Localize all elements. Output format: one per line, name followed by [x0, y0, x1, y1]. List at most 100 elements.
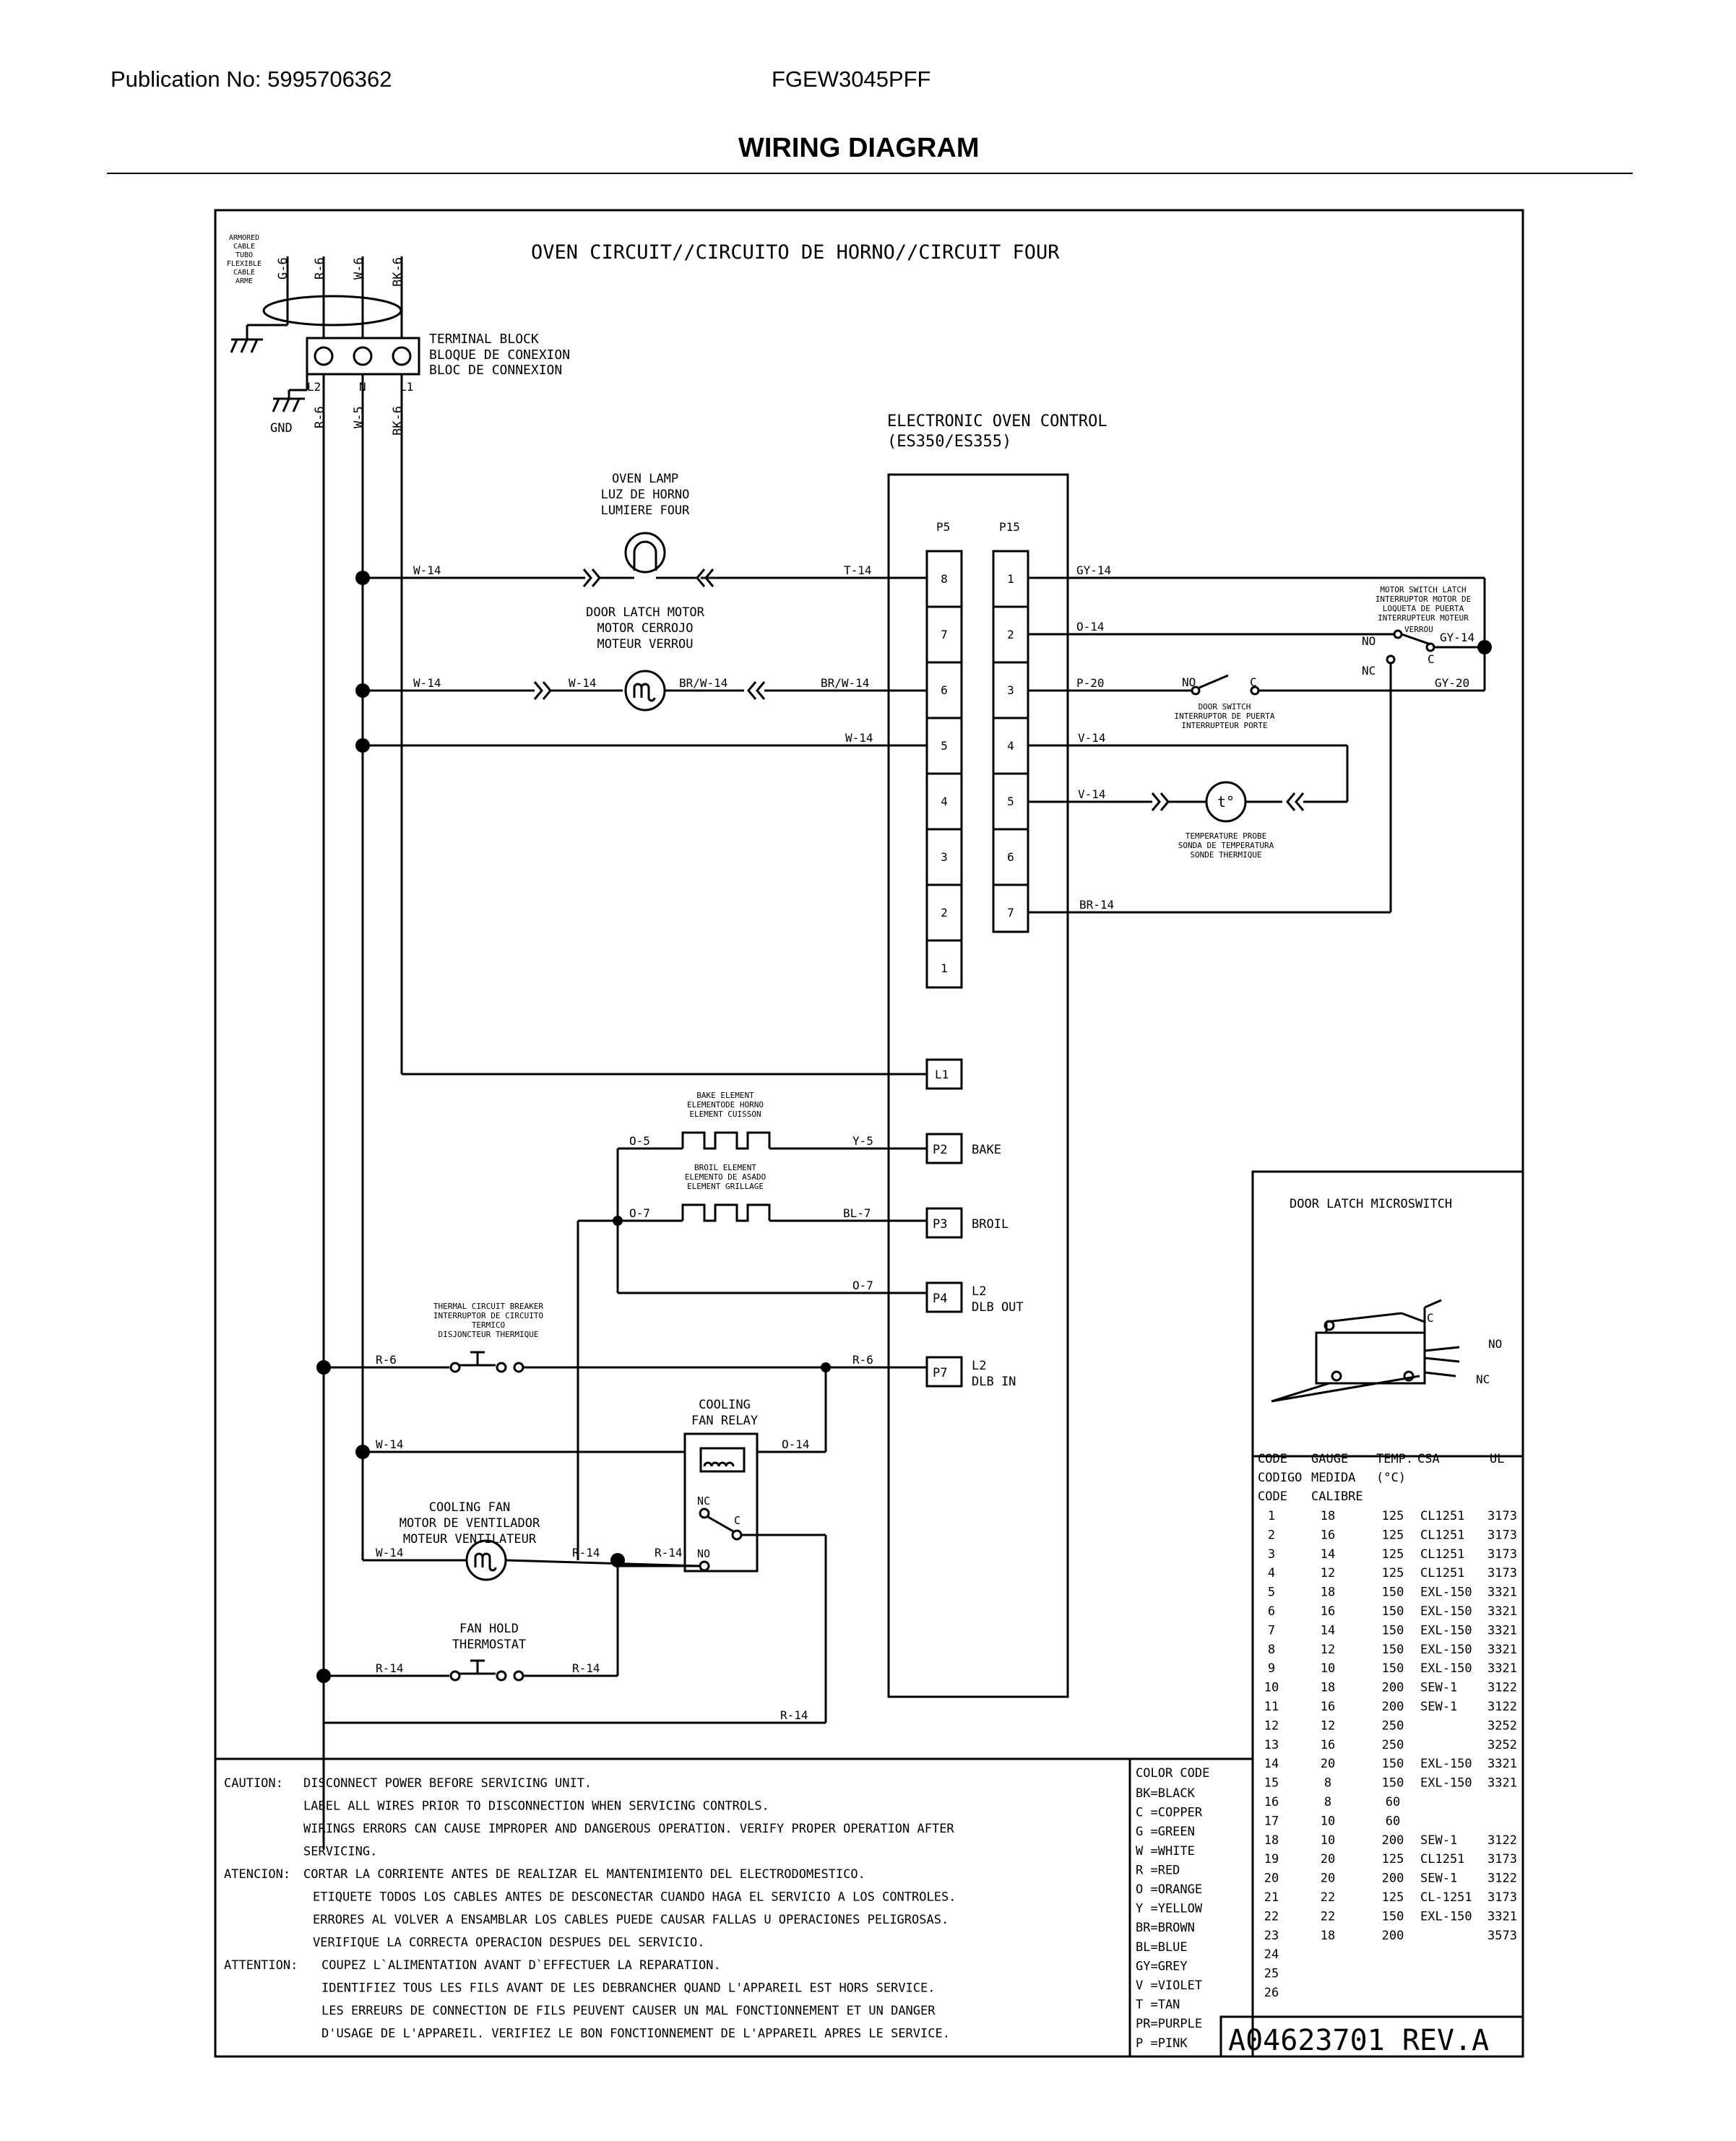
relay-pin-label: DLB IN: [972, 1375, 1016, 1389]
gauge-table-ul: 3173: [1487, 1890, 1517, 1905]
terminal-label-n: N: [359, 380, 366, 394]
gauge-table-temp: 200: [1382, 1700, 1404, 1714]
svg-text:TEMPERATURE PROBE: TEMPERATURE PROBE: [1186, 831, 1267, 841]
svg-text:MOTEUR VERROU: MOTEUR VERROU: [597, 637, 693, 652]
armored-cable-label-line: CABLE: [233, 269, 255, 277]
armored-cable-sleeve: [262, 295, 402, 326]
p5-pin-2: 2: [941, 906, 948, 920]
color-code-item: GY=GREY: [1136, 1959, 1188, 1973]
gauge-table-csa: EXL-150: [1420, 1623, 1472, 1638]
svg-text:DOOR SWITCH: DOOR SWITCH: [1199, 702, 1251, 711]
p5-pin-5: 5: [941, 739, 948, 753]
gauge-table-temp: 150: [1382, 1586, 1404, 1600]
svg-text:ELEMENTODE HORNO: ELEMENTODE HORNO: [687, 1100, 764, 1110]
gauge-table-gauge: 14: [1321, 1623, 1335, 1638]
fan-hold-thermostat-label: FAN HOLD THERMOSTAT: [452, 1622, 526, 1652]
svg-text:BR/W-14: BR/W-14: [679, 676, 727, 690]
p15-pin-1: 1: [1007, 572, 1014, 586]
svg-text:O-7: O-7: [852, 1279, 873, 1292]
relay-pin-label: L2: [972, 1359, 986, 1373]
svg-text:V-14: V-14: [1078, 731, 1106, 745]
gauge-table-ul: 3173: [1487, 1547, 1517, 1562]
gauge-table-temp: 200: [1382, 1929, 1404, 1943]
gnd-label: GND: [270, 421, 293, 436]
gauge-table-code: 18: [1264, 1833, 1279, 1848]
model-number: FGEW3045PFF: [772, 66, 931, 92]
gauge-table-csa: SEW-1: [1420, 1700, 1457, 1714]
cooling-fan-relay: [683, 1432, 759, 1573]
microswitch-no-label: NO: [1488, 1337, 1502, 1351]
svg-text:BR/W-14: BR/W-14: [821, 676, 869, 690]
svg-text:BL-7: BL-7: [843, 1206, 871, 1220]
svg-text:ELEMENT CUISSON: ELEMENT CUISSON: [689, 1110, 761, 1119]
armored-cable-label-line: ARME: [236, 277, 253, 285]
gauge-table-temp: 60: [1386, 1795, 1400, 1809]
gauge-table-ul: 3321: [1487, 1776, 1517, 1791]
color-code-item: PR=PURPLE: [1136, 2017, 1202, 2031]
svg-text:GY-20: GY-20: [1435, 676, 1469, 690]
gauge-table-temp: 125: [1382, 1852, 1404, 1867]
gauge-table-temp: 150: [1382, 1643, 1404, 1657]
note-line: WIRINGS ERRORS CAN CAUSE IMPROPER AND DA…: [303, 1822, 954, 1836]
gauge-table-code: 12: [1264, 1718, 1279, 1733]
svg-text:R-14: R-14: [780, 1708, 808, 1722]
gauge-table-ul: 3122: [1487, 1833, 1517, 1848]
note-label: ATENCION:: [224, 1867, 290, 1882]
cooling-fan-label: COOLING FAN MOTOR DE VENTILADOR MOTEUR V…: [400, 1500, 540, 1547]
gauge-table-gauge: 12: [1321, 1643, 1335, 1657]
gauge-table-header: TEMP.: [1376, 1452, 1413, 1466]
gauge-table-gauge: 12: [1321, 1566, 1335, 1580]
door-switch-no-label: NO: [1182, 675, 1196, 689]
gauge-table-ul: 3321: [1487, 1757, 1517, 1771]
latch-c-label: C: [1428, 652, 1435, 666]
relay-pin-p3: P3: [933, 1217, 947, 1232]
gauge-table-temp: 150: [1382, 1661, 1404, 1676]
svg-text:W-14: W-14: [413, 563, 441, 577]
gauge-table-temp: 250: [1382, 1718, 1404, 1733]
gauge-table-temp: 125: [1382, 1528, 1404, 1542]
gauge-table-code: 4: [1268, 1566, 1275, 1580]
color-code-item: P =PINK: [1136, 2036, 1188, 2051]
gauge-table-csa: CL-1251: [1420, 1890, 1472, 1905]
gauge-table-ul: 3122: [1487, 1700, 1517, 1714]
gauge-table-code: 8: [1268, 1643, 1275, 1657]
gauge-table-header: CSA: [1417, 1452, 1440, 1466]
svg-text:ELEMENT GRILLAGE: ELEMENT GRILLAGE: [687, 1182, 764, 1191]
gauge-table-ul: 3321: [1487, 1661, 1517, 1676]
gauge-table-code: 1: [1268, 1509, 1275, 1523]
l1-pin-label: L1: [935, 1068, 949, 1081]
gauge-table-header: CODE: [1258, 1489, 1287, 1504]
microswitch-nc-label: NC: [1476, 1372, 1490, 1386]
relay-nc-label: NC: [697, 1495, 710, 1508]
relay-pin-label: L2: [972, 1284, 986, 1299]
svg-text:BR-14: BR-14: [1079, 898, 1114, 912]
gauge-table-temp: 250: [1382, 1738, 1404, 1752]
relay-pin-p4: P4: [933, 1292, 947, 1306]
svg-text:MOTOR CERROJO: MOTOR CERROJO: [597, 621, 693, 636]
gauge-table-header: GAUGE: [1311, 1452, 1348, 1466]
svg-text:BK-6: BK-6: [391, 257, 405, 287]
p5-pin-6: 6: [941, 683, 948, 697]
gauge-table-gauge: 10: [1321, 1814, 1335, 1828]
svg-text:W-14: W-14: [845, 731, 873, 745]
terminal-block-label: TERMINAL BLOCK: [429, 332, 539, 347]
svg-text:R-6: R-6: [313, 257, 327, 280]
gauge-table-ul: 3252: [1487, 1718, 1517, 1733]
svg-text:COOLING FAN: COOLING FAN: [429, 1500, 511, 1515]
note-line: LABEL ALL WIRES PRIOR TO DISCONNECTION W…: [303, 1799, 769, 1814]
armored-cable-label-line: CABLE: [233, 243, 255, 251]
svg-text:R-14: R-14: [572, 1546, 600, 1560]
color-code-item: BK=BLACK: [1136, 1786, 1196, 1801]
svg-text:O-5: O-5: [629, 1134, 650, 1148]
note-line: LES ERREURS DE CONNECTION DE FILS PEUVEN…: [321, 2004, 936, 2018]
armored-cable-label-line: TUBO: [236, 251, 253, 259]
page-title: WIRING DIAGRAM: [738, 133, 980, 163]
svg-text:SONDA DE TEMPERATURA: SONDA DE TEMPERATURA: [1178, 841, 1274, 850]
gauge-table-csa: EXL-150: [1420, 1661, 1472, 1676]
color-code-item: BL=BLUE: [1136, 1940, 1188, 1955]
svg-text:BLOQUE DE CONEXION: BLOQUE DE CONEXION: [429, 347, 570, 363]
p15-pin-3: 3: [1007, 683, 1014, 697]
svg-text:THERMOSTAT: THERMOSTAT: [452, 1638, 526, 1652]
gauge-table-code: 21: [1264, 1890, 1279, 1905]
